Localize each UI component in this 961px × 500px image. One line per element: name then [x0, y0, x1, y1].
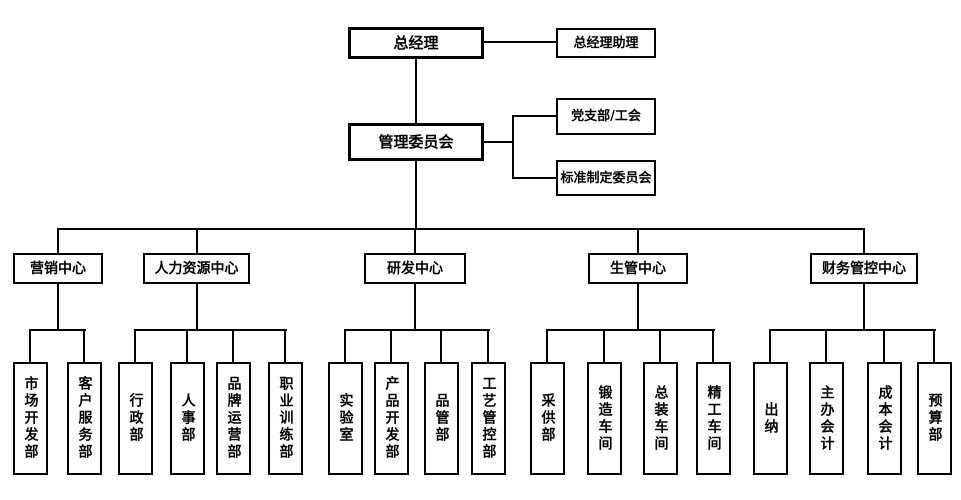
connector-leaf-drop: [134, 329, 136, 362]
node-label: 营销中心: [30, 260, 86, 277]
node-label: 采供部: [539, 393, 556, 444]
connector-committee-bus: [415, 161, 417, 230]
connector-leaf-drop: [186, 329, 188, 362]
connector-leaf-drop: [390, 329, 392, 362]
node-general-manager: 总经理: [348, 27, 484, 59]
connector-bracket-vertical: [512, 115, 514, 179]
node-label: 精工车间: [705, 384, 722, 453]
node-label: 人事部: [179, 393, 196, 444]
node-dept-product-development: 产品开发部: [374, 362, 409, 475]
node-dept-customer-service: 客户服务部: [67, 362, 102, 475]
connector-leaf-drop: [440, 329, 442, 362]
node-label: 出纳: [762, 401, 779, 436]
node-label: 行政部: [127, 393, 144, 444]
connector-leaf-drop: [883, 329, 885, 362]
connector-leaf-drop: [546, 329, 548, 362]
node-label: 总经理助理: [573, 35, 639, 51]
node-label: 预算部: [926, 393, 943, 444]
connector-drop-hr: [196, 228, 198, 253]
node-dept-procurement-supply: 采供部: [530, 362, 565, 475]
connector-marketing-down: [57, 284, 59, 331]
node-label: 市场开发部: [22, 376, 39, 461]
connector-drop-production: [637, 228, 639, 253]
node-dept-assembly-workshop: 总装车间: [643, 362, 678, 475]
connector-leaf-drop: [933, 329, 935, 362]
node-label: 生管中心: [610, 260, 666, 277]
node-label: 总经理: [393, 33, 439, 52]
connector-bracket-bottom: [512, 177, 556, 179]
connector-production-down: [637, 284, 639, 331]
node-label: 党支部/工会: [571, 109, 641, 124]
connector-leaf-drop: [825, 329, 827, 362]
connector-leaf-drop: [29, 329, 31, 362]
connector-leaf-drop: [769, 329, 771, 362]
node-label: 职业训练部: [277, 376, 294, 461]
connector-finance-bus: [769, 329, 936, 331]
connector-hr-bus: [134, 329, 287, 331]
node-dept-market-development: 市场开发部: [13, 362, 48, 475]
node-label: 主办会计: [818, 384, 835, 453]
node-center-finance: 财务管控中心: [810, 253, 918, 284]
node-dept-forging-workshop: 锻造车间: [587, 362, 622, 475]
node-management-committee: 管理委员会: [348, 123, 484, 161]
node-label: 总装车间: [652, 384, 669, 453]
connector-leaf-drop: [659, 329, 661, 362]
connector-leaf-drop: [712, 329, 714, 362]
node-dept-process-control: 工艺管控部: [471, 362, 506, 475]
node-label: 财务管控中心: [822, 260, 906, 277]
connector-marketing-bus: [29, 329, 86, 331]
connector-finance-down: [863, 284, 865, 331]
node-dept-administration: 行政部: [118, 362, 153, 475]
node-center-rnd: 研发中心: [364, 253, 466, 284]
node-label: 工艺管控部: [480, 376, 497, 461]
node-dept-budget: 预算部: [917, 362, 952, 475]
node-label: 实验室: [337, 393, 354, 444]
node-dept-quality-control: 品管部: [424, 362, 459, 475]
node-label: 锻造车间: [596, 384, 613, 453]
connector-gm-assistant: [484, 41, 556, 43]
connector-bracket-top: [512, 115, 556, 117]
node-dept-chief-accountant: 主办会计: [809, 362, 844, 475]
node-standards-committee: 标准制定委员会: [556, 160, 656, 196]
node-center-marketing: 营销中心: [13, 253, 103, 284]
node-center-production: 生管中心: [588, 253, 688, 284]
connector-rnd-down: [414, 284, 416, 331]
connector-gm-committee: [415, 59, 417, 123]
connector-production-bus: [546, 329, 715, 331]
connector-leaf-drop: [487, 329, 489, 362]
node-label: 客户服务部: [76, 376, 93, 461]
node-label: 品管部: [433, 393, 450, 444]
node-dept-brand-operations: 品牌运营部: [216, 362, 251, 475]
connector-leaf-drop: [284, 329, 286, 362]
node-label: 管理委员会: [378, 132, 454, 151]
connector-leaf-drop: [83, 329, 85, 362]
connector-drop-marketing: [57, 228, 59, 253]
node-label: 人力资源中心: [154, 260, 239, 277]
node-dept-cashier: 出纳: [753, 362, 788, 475]
node-dept-vocational-training: 职业训练部: [268, 362, 303, 475]
connector-rnd-bus: [344, 329, 490, 331]
connector-leaf-drop: [232, 329, 234, 362]
connector-committee-right: [484, 141, 514, 143]
connector-leaf-drop: [603, 329, 605, 362]
node-label: 成本会计: [876, 384, 893, 453]
connector-drop-rnd: [414, 228, 416, 253]
node-center-hr: 人力资源中心: [143, 253, 250, 284]
node-label: 产品开发部: [383, 376, 400, 461]
connector-hr-down: [196, 284, 198, 331]
node-dept-precision-workshop: 精工车间: [696, 362, 731, 475]
node-label: 品牌运营部: [225, 376, 242, 461]
connector-drop-finance: [863, 228, 865, 253]
node-dept-laboratory: 实验室: [328, 362, 363, 475]
node-dept-personnel: 人事部: [170, 362, 205, 475]
node-label: 标准制定委员会: [560, 170, 652, 186]
connector-main-bus: [57, 228, 865, 230]
node-label: 研发中心: [387, 260, 443, 277]
node-party-union: 党支部/工会: [556, 98, 656, 135]
connector-leaf-drop: [344, 329, 346, 362]
node-dept-cost-accountant: 成本会计: [867, 362, 902, 475]
node-gm-assistant: 总经理助理: [556, 28, 656, 58]
